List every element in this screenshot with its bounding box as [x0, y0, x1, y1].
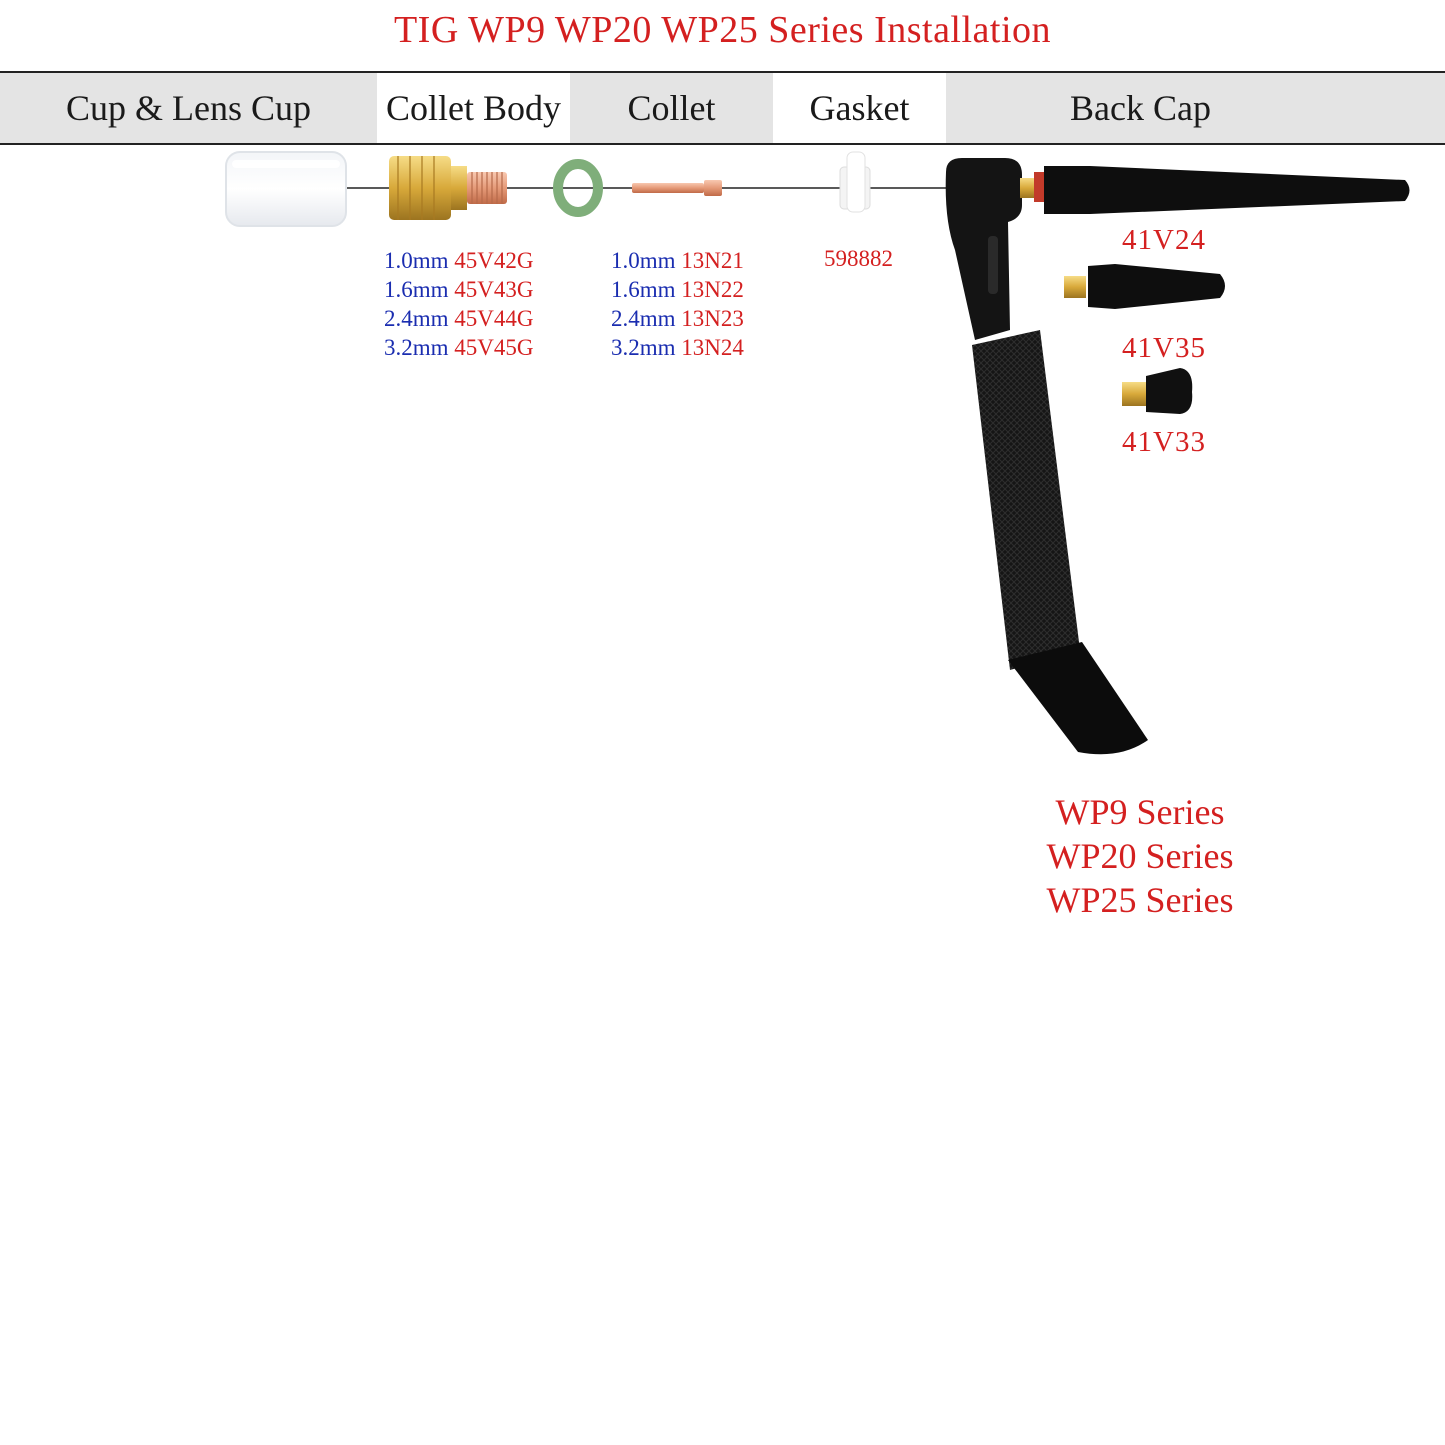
collet-part-list: 1.0mm 13N21 1.6mm 13N22 2.4mm 13N23 3.2m… [611, 246, 744, 362]
size-value: 3.2mm [611, 335, 676, 360]
part-code: 45V44G [454, 306, 534, 331]
gasket-icon [839, 151, 871, 213]
list-item: 2.4mm 13N23 [611, 304, 744, 333]
collet-icon [632, 180, 722, 196]
size-value: 3.2mm [384, 335, 449, 360]
part-code: 13N23 [681, 306, 744, 331]
header-back-cap-label: Back Cap [1070, 88, 1211, 128]
size-value: 1.6mm [384, 277, 449, 302]
header-collet-body: Collet Body [377, 73, 570, 143]
series-item: WP25 Series [1046, 880, 1234, 920]
header-top-divider [0, 71, 1445, 73]
header-cup: Cup & Lens Cup [0, 73, 377, 143]
torch-handle-icon [945, 158, 1148, 755]
back-cap-long-icon [1020, 166, 1410, 214]
header-gasket: Gasket [773, 73, 946, 143]
part-code: 13N22 [681, 277, 744, 302]
series-item: WP9 Series [1055, 792, 1225, 832]
part-code: 45V42G [454, 248, 534, 273]
collet-body-part-list: 1.0mm 45V42G 1.6mm 45V43G 2.4mm 45V44G 3… [384, 246, 534, 362]
gasket-part-code: 598882 [824, 246, 893, 271]
page-title: TIG WP9 WP20 WP25 Series Installation [393, 9, 1052, 51]
back-cap-medium-code: 41V35 [1122, 332, 1206, 364]
list-item: 1.6mm 45V43G [384, 275, 534, 304]
size-value: 1.6mm [611, 277, 676, 302]
collet-body-icon [389, 156, 507, 220]
part-code: 45V45G [454, 335, 534, 360]
back-cap-long-code: 41V24 [1122, 224, 1206, 256]
glass-cup-icon [225, 151, 347, 227]
part-code: 45V43G [454, 277, 534, 302]
list-item: 1.0mm 45V42G [384, 246, 534, 275]
header-gasket-label: Gasket [809, 88, 910, 128]
list-item: 3.2mm 13N24 [611, 333, 744, 362]
size-value: 2.4mm [611, 306, 676, 331]
list-item: 1.0mm 13N21 [611, 246, 744, 275]
list-item: 2.4mm 45V44G [384, 304, 534, 333]
header-collet-label: Collet [627, 88, 716, 128]
back-cap-medium-icon [1064, 264, 1225, 309]
part-code: 13N24 [681, 335, 744, 360]
header-cup-label: Cup & Lens Cup [65, 88, 311, 128]
header-collet: Collet [570, 73, 773, 143]
back-cap-short-code: 41V33 [1122, 426, 1206, 458]
list-item: 1.6mm 13N22 [611, 275, 744, 304]
header-back-cap: Back Cap [946, 73, 1445, 143]
header-collet-body-label: Collet Body [385, 88, 561, 128]
size-value: 1.0mm [384, 248, 449, 273]
series-item: WP20 Series [1046, 836, 1234, 876]
part-code: 13N21 [681, 248, 744, 273]
series-list: WP9 Series WP20 Series WP25 Series [1020, 790, 1260, 922]
back-cap-short-icon [1122, 368, 1193, 414]
size-value: 1.0mm [611, 248, 676, 273]
list-item: 3.2mm 45V45G [384, 333, 534, 362]
header-bottom-divider [0, 143, 1445, 145]
size-value: 2.4mm [384, 306, 449, 331]
o-ring-icon [553, 159, 603, 217]
